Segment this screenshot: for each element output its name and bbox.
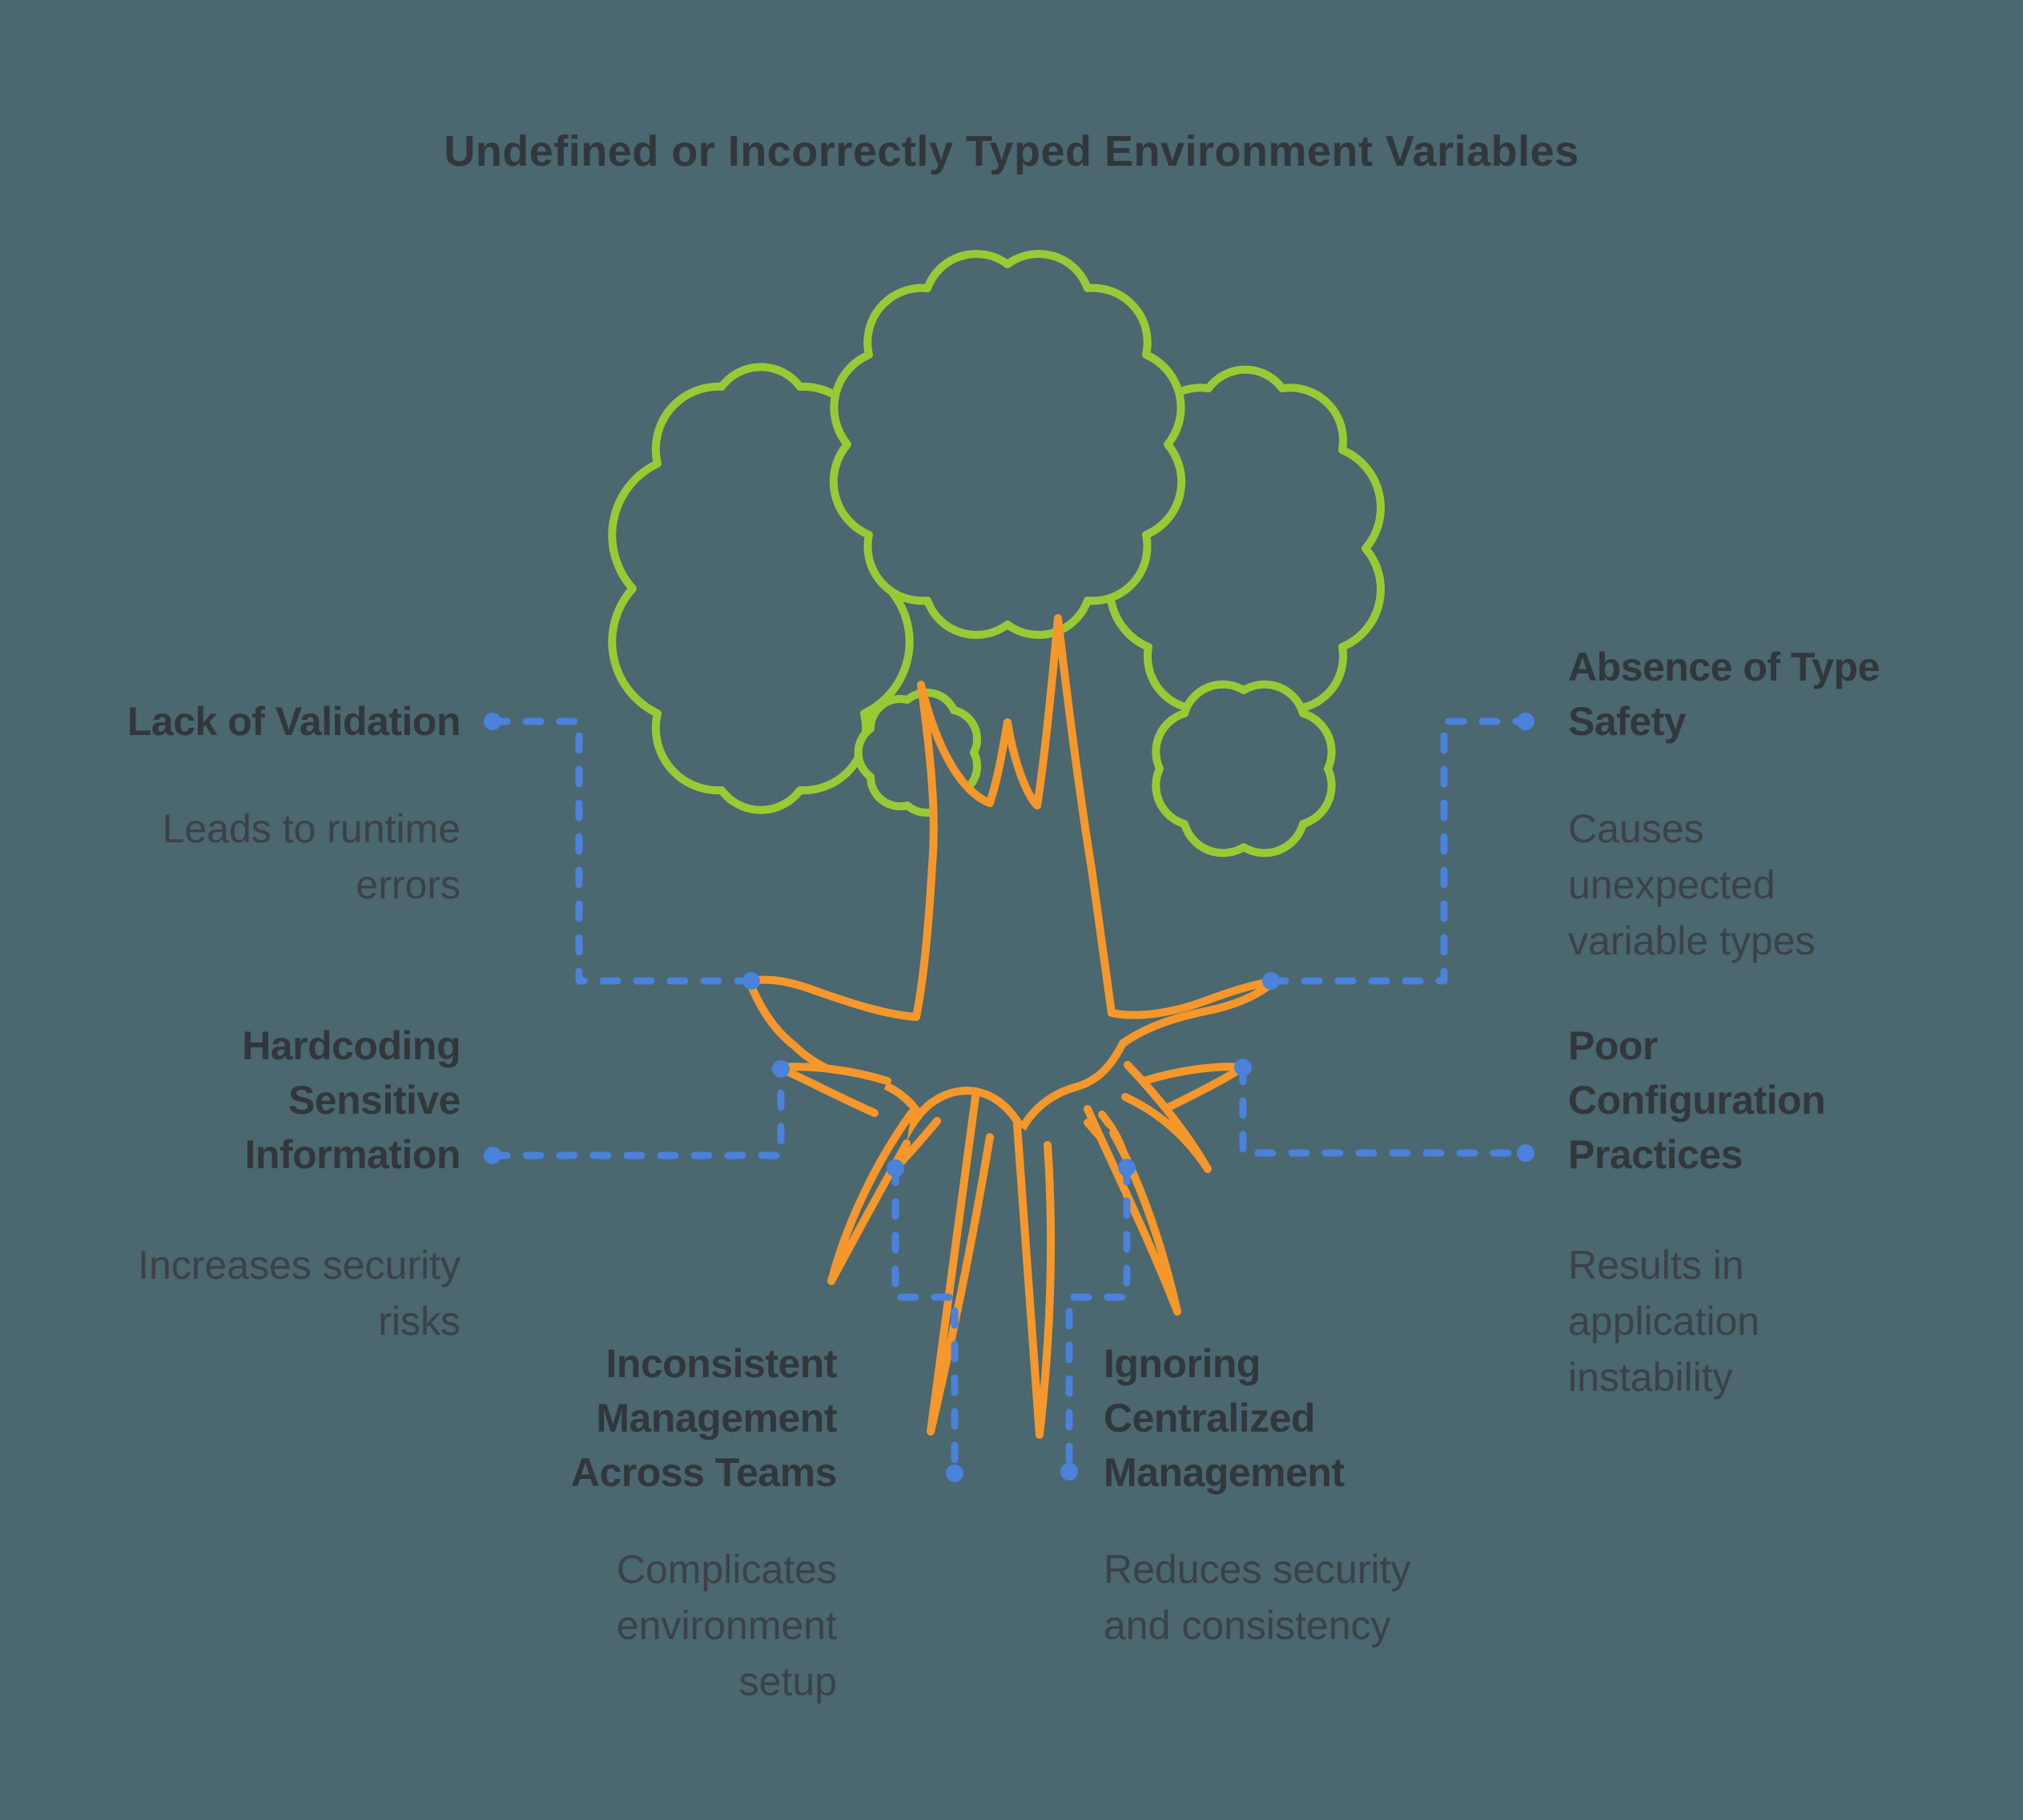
connector-dot	[887, 1159, 904, 1177]
label-lack-of-validation-heading: Lack of Validation	[127, 699, 461, 744]
connector-dot	[1118, 1159, 1136, 1176]
tree-trunk	[746, 614, 1277, 1133]
root-tendril	[1013, 1121, 1056, 1439]
label-absence-of-type-safety-heading: Absence of Type Safety	[1568, 645, 1880, 744]
label-ignoring-centralized-management-description: Reduces security and consistency	[1104, 1547, 1411, 1648]
label-poor-configuration-practices-description: Results in application instability	[1568, 1243, 1760, 1400]
label-inconsistent-management-heading: Inconsistent Management Across Teams	[570, 1341, 838, 1495]
connector-absence-of-type-safety	[1267, 717, 1530, 985]
connector-dot	[1060, 1463, 1078, 1481]
connector-dot	[946, 1464, 963, 1482]
root-tendril	[927, 1093, 994, 1436]
connector-dot	[484, 713, 501, 730]
label-absence-of-type-safety-description: Causes unexpected variable types	[1568, 806, 1816, 963]
connector-dot	[742, 972, 760, 990]
root-tendril	[775, 1063, 891, 1117]
connector-dot	[1262, 972, 1280, 990]
connector-poor-configuration-practices	[1239, 1063, 1530, 1157]
label-hardcoding-sensitive-information-description: Increases security risks	[138, 1243, 461, 1344]
connector-dot	[1234, 1059, 1252, 1076]
root-tendril	[827, 1109, 915, 1285]
label-poor-configuration-practices-heading: Poor Configuration Practices	[1568, 1023, 1826, 1177]
connector-dot	[1517, 713, 1534, 730]
label-inconsistent-management-description: Complicates environment setup	[616, 1547, 837, 1704]
connector-inconsistent-management	[891, 1164, 959, 1477]
connector-dot	[1517, 1144, 1534, 1162]
canopy-cloud-right-low	[1152, 680, 1336, 858]
label-ignoring-centralized-management-heading: Ignoring Centralized Management	[1104, 1341, 1345, 1495]
connector-lines	[484, 713, 1534, 1482]
connector-lack-of-validation	[489, 717, 755, 985]
canopy-cloud-top	[829, 250, 1186, 639]
page-title: Undefined or Incorrectly Typed Environme…	[444, 127, 1579, 175]
root-tendril	[1121, 1061, 1212, 1173]
root-tendril	[1084, 1105, 1181, 1316]
connector-dot	[484, 1147, 501, 1164]
connector-hardcoding-sensitive-information	[489, 1065, 785, 1159]
connector-ignoring-centralized-management	[1065, 1163, 1131, 1476]
label-hardcoding-sensitive-information-heading: Hardcoding Sensitive Information	[242, 1023, 461, 1177]
connector-dot	[772, 1060, 790, 1078]
label-lack-of-validation-description: Leads to runtime errors	[162, 806, 461, 907]
